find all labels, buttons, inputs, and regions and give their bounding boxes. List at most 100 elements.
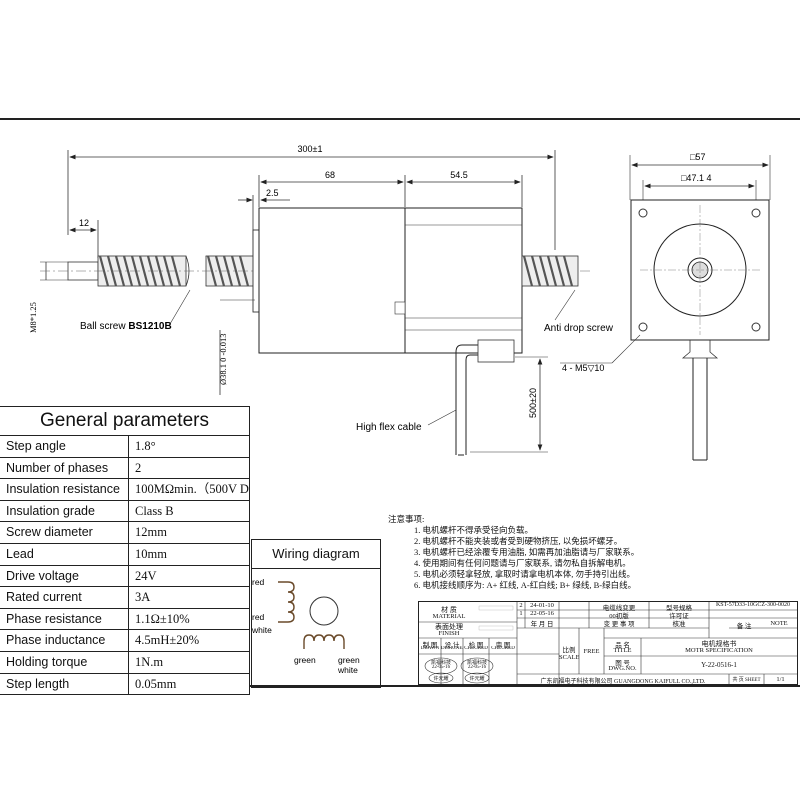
dwg-en: DWG.NO. bbox=[608, 665, 637, 672]
ball-screw-callout: Ball screw BS1210B bbox=[80, 321, 172, 332]
param-key: Rated current bbox=[0, 587, 129, 608]
approval-stamp-icon bbox=[424, 657, 458, 675]
param-value: 1.8° bbox=[135, 439, 156, 453]
param-key: Number of phases bbox=[0, 457, 129, 479]
param-value: 1N.m bbox=[135, 654, 164, 669]
wire-label: green bbox=[338, 655, 360, 665]
wire-label: green bbox=[294, 655, 316, 665]
param-key: Phase resistance bbox=[0, 608, 129, 630]
param-value: 3A bbox=[135, 590, 151, 605]
title-value-en: MOTR SPECIFICATION bbox=[685, 647, 753, 654]
motor-length-label: 68 bbox=[325, 170, 335, 180]
notes-block: 注意事项: 1. 电机螺杆不得承受径向负载。 2. 电机螺杆不能夹装或者受到硬物… bbox=[388, 514, 639, 591]
flange-offset-label: 2.5 bbox=[266, 188, 279, 198]
design-en: DESIGNED bbox=[441, 646, 463, 651]
param-value: Class B bbox=[135, 503, 174, 518]
mount-holes-label: 4 - M5▽10 bbox=[562, 363, 604, 373]
note-item: 5. 电机必须轻拿轻放, 拿取时请拿电机本体, 勿手持引出线。 bbox=[414, 569, 636, 579]
finish-cn: 表面处理 bbox=[435, 623, 463, 631]
checked-cn: 审 图 bbox=[495, 642, 511, 649]
param-key: Phase inductance bbox=[0, 630, 129, 651]
model-number: KST-57D33-10GCZ-300-0020 bbox=[715, 602, 791, 608]
rev-date: 24-01-10 bbox=[530, 602, 554, 609]
param-key: Lead bbox=[0, 543, 129, 565]
rev-no: 1 bbox=[519, 610, 523, 617]
thread-length-label: 12 bbox=[79, 218, 89, 228]
rev-date: 22-05-16 bbox=[530, 610, 554, 617]
cable-outline-1 bbox=[455, 344, 478, 455]
drawing-sheet-frame bbox=[0, 118, 800, 687]
title-value-cn: 电机规格书 bbox=[701, 640, 737, 648]
note-item: 3. 电机螺杆已经涂覆专用油脂, 如需再加油脂请与厂家联系。 bbox=[414, 547, 640, 557]
note-item: 6. 电机接线顺序为: A+ 红线, A-红白线; B+ 绿线, B-绿白线。 bbox=[414, 580, 637, 590]
rev-header-desc: 变 更 事 项 bbox=[603, 621, 635, 628]
rear-housing bbox=[404, 207, 523, 354]
stamp-date: 22-05-16 bbox=[431, 665, 451, 670]
cable-length-label: 500±20 bbox=[528, 388, 538, 418]
param-key: Screw diameter bbox=[0, 522, 129, 543]
general-parameters-title: General parameters bbox=[0, 407, 249, 436]
boss-diameter-label: Ø38.1 0 -0.013 bbox=[218, 334, 228, 385]
gearbox-length-label: 54.5 bbox=[450, 170, 468, 180]
param-row: Lead 10mm bbox=[0, 543, 249, 566]
signature-text: 许元耀 bbox=[469, 677, 485, 682]
thread-spec-label: M8*1.25 bbox=[28, 302, 38, 333]
param-row: Insulation resistance 100MΩmin.（500V DC） bbox=[0, 479, 249, 501]
param-value: 100MΩmin.（500V DC） bbox=[135, 482, 249, 497]
wiring-schematic: red red white green green white bbox=[252, 577, 360, 675]
wiring-diagram: Wiring diagram red red white green green… bbox=[251, 539, 381, 688]
model-label: 型号规格 bbox=[666, 605, 692, 612]
overall-length-label: 300±1 bbox=[298, 144, 323, 154]
param-key: Insulation resistance bbox=[0, 479, 129, 500]
rev-header-date: 年 月 日 bbox=[530, 621, 554, 628]
param-key: Step length bbox=[0, 673, 129, 695]
wire-label: red bbox=[252, 577, 265, 587]
stamp-text: 凯福科技 bbox=[430, 661, 451, 666]
coil-a-icon bbox=[278, 581, 295, 623]
drawn-en: DRAWN bbox=[420, 646, 440, 651]
material-cn: 材 质 bbox=[441, 606, 457, 614]
notes-title: 注意事项: bbox=[388, 514, 425, 524]
wire-label: red bbox=[252, 612, 265, 622]
note-en: NOTE bbox=[770, 620, 788, 627]
rev-desc: 电缆线变更 bbox=[602, 605, 636, 612]
wire-label: white bbox=[337, 665, 358, 675]
param-row: Number of phases 2 bbox=[0, 457, 249, 480]
coil-b-icon bbox=[303, 634, 345, 649]
flange-square-label: □57 bbox=[690, 152, 705, 162]
approved-label: 许可证 bbox=[669, 613, 689, 620]
rev-desc: 00初版 bbox=[609, 613, 629, 620]
title-cn: 品 名 bbox=[615, 642, 630, 649]
title-en: TITLE bbox=[613, 647, 632, 654]
param-value: 24V bbox=[135, 568, 157, 583]
param-value: 12mm bbox=[135, 525, 167, 540]
check-en: CHECKED bbox=[464, 646, 488, 651]
rev-header-approve: 核准 bbox=[672, 621, 686, 628]
signature-stamp-icon bbox=[428, 672, 454, 684]
finish-en: FINISH bbox=[438, 630, 460, 637]
rotor-icon bbox=[309, 596, 339, 626]
material-en: MATERIAL bbox=[432, 613, 466, 620]
scale-value: FREE bbox=[583, 648, 600, 655]
scale-cn: 比例 bbox=[562, 647, 576, 654]
note-item: 2. 电机螺杆不能夹装或者受到硬物挤压, 以免损坏螺牙。 bbox=[414, 536, 623, 546]
param-value: 2 bbox=[135, 460, 142, 475]
param-value: 4.5mH±20% bbox=[135, 633, 200, 648]
high-flex-cable-callout: High flex cable bbox=[356, 422, 422, 433]
note-cn: 备 注 bbox=[736, 623, 752, 630]
anti-drop-screw-callout: Anti drop screw bbox=[544, 323, 614, 334]
param-value: 10mm bbox=[135, 546, 167, 561]
ball-screw-rear bbox=[521, 255, 579, 287]
wiring-diagram-title: Wiring diagram bbox=[252, 540, 380, 569]
sheet-label: 共 页 SHEET bbox=[732, 678, 761, 683]
title-block: 材 质 MATERIAL 表面处理 FINISH 2 1 24-01-10 22… bbox=[418, 601, 798, 685]
checked-en: CHECKED bbox=[491, 646, 515, 651]
